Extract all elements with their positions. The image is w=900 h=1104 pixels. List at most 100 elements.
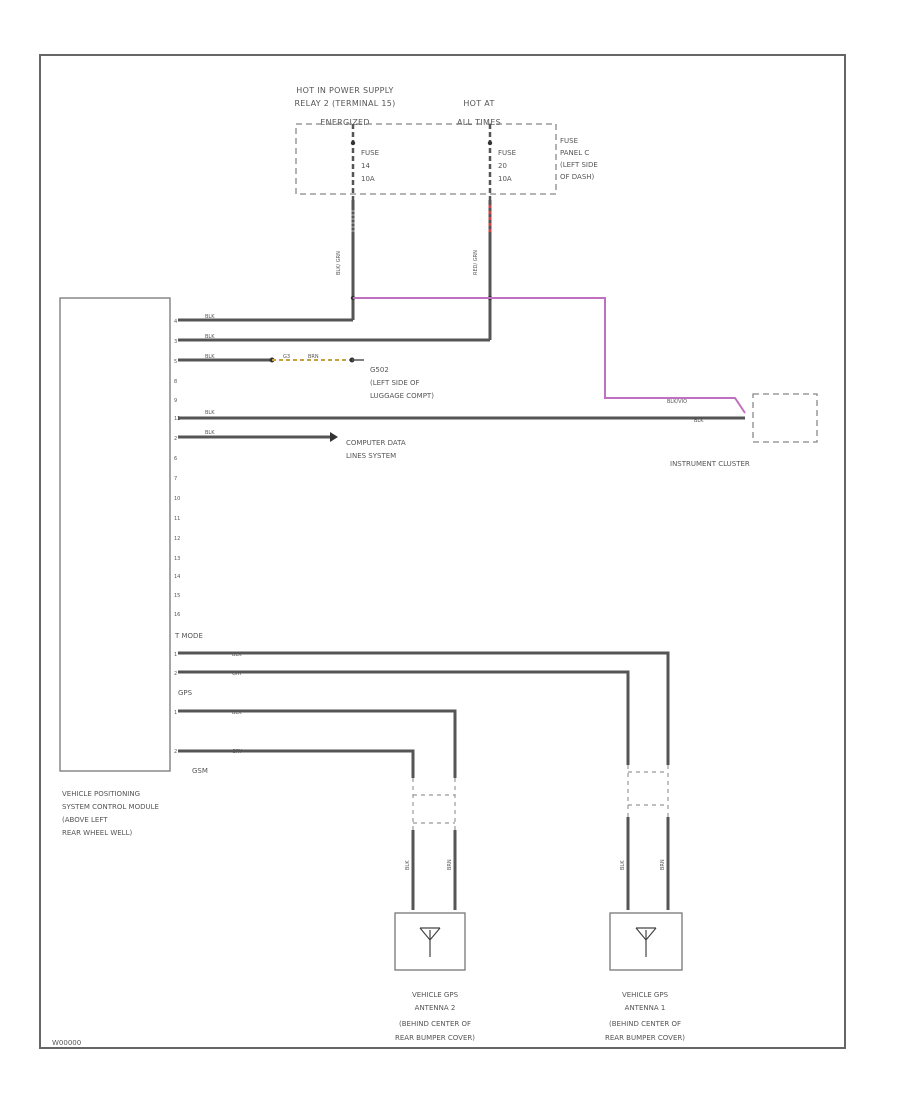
tmode-header: T MODE [174, 632, 203, 640]
connector-ant2 [407, 778, 463, 830]
svg-text:BLK: BLK [405, 860, 411, 870]
svg-text:LUGGAGE COMPT): LUGGAGE COMPT) [370, 392, 434, 400]
svg-text:REAR WHEEL WELL): REAR WHEEL WELL) [62, 829, 132, 837]
antenna-icon [635, 927, 657, 957]
svg-text:5: 5 [174, 359, 177, 365]
wire-to-cluster: BLK/VIO BLK [178, 399, 745, 424]
wire-ant1-brn [178, 670, 630, 910]
svg-text:11: 11 [174, 516, 180, 522]
svg-text:6: 6 [174, 456, 177, 462]
power-label-hot-a: HOT IN POWER SUPPLY RELAY 2 (TERMINAL 15… [294, 86, 395, 127]
antenna-1-wire-labels: BLK BRN [620, 859, 666, 870]
antenna-2-wire-labels: BLK BRN [405, 859, 453, 870]
wire-ant1-blk [178, 651, 670, 910]
svg-text:LINES SYSTEM: LINES SYSTEM [346, 452, 396, 460]
vps-control-module [59, 297, 171, 772]
svg-text:COMPUTER DATA: COMPUTER DATA [346, 439, 406, 447]
module-wire-labels: BLK BLK BLK BLK BLK [205, 314, 215, 436]
svg-text:BLK/ GRN: BLK/ GRN [336, 251, 342, 275]
svg-text:12: 12 [174, 416, 180, 422]
lower-wire-labels: BLK GRY BLK GRY [232, 652, 243, 755]
svg-text:VEHICLE POSITIONING: VEHICLE POSITIONING [62, 790, 140, 798]
wire-ant2-brn [178, 749, 415, 910]
ground-wire: G3 BRN [178, 354, 364, 363]
fuse-14: FUSE 14 10A [350, 124, 379, 200]
lower-pin-labels: 1 2 1 2 [174, 652, 177, 755]
svg-text:VEHICLE GPS: VEHICLE GPS [412, 991, 459, 999]
svg-text:20: 20 [498, 162, 507, 170]
ground-g502-label: G502 (LEFT SIDE OF LUGGAGE COMPT) [370, 366, 434, 400]
svg-text:ENERGIZED: ENERGIZED [320, 118, 370, 127]
diagram-frame [39, 54, 846, 1049]
data-lines-label: COMPUTER DATA LINES SYSTEM [346, 439, 406, 460]
svg-text:VEHICLE GPS: VEHICLE GPS [622, 991, 669, 999]
svg-text:14: 14 [174, 574, 180, 580]
gsm-label: GSM [192, 767, 208, 775]
svg-text:ANTENNA 1: ANTENNA 1 [625, 1004, 666, 1012]
svg-text:12: 12 [174, 536, 180, 542]
svg-text:ALL TIMES: ALL TIMES [457, 118, 501, 127]
svg-text:BLK: BLK [205, 354, 215, 360]
module-pin-labels: 4 3 5 8 9 12 2 6 7 10 11 12 13 14 15 16 [174, 319, 180, 618]
svg-text:REAR BUMPER COVER): REAR BUMPER COVER) [395, 1034, 475, 1042]
svg-text:OF DASH): OF DASH) [560, 173, 595, 181]
antenna-icon [419, 927, 441, 957]
svg-text:10: 10 [174, 496, 180, 502]
diagram-code: W00000 [52, 1039, 81, 1047]
fuse-panel-box [295, 123, 557, 195]
svg-text:BLK: BLK [205, 334, 215, 340]
svg-text:(BEHIND CENTER OF: (BEHIND CENTER OF [399, 1020, 471, 1028]
svg-text:G502: G502 [370, 366, 389, 374]
svg-text:8: 8 [174, 379, 177, 385]
svg-text:10A: 10A [498, 175, 512, 183]
svg-text:G3: G3 [283, 354, 290, 360]
gps-antenna-1-label: VEHICLE GPS ANTENNA 1 (BEHIND CENTER OF … [605, 991, 685, 1042]
svg-text:2: 2 [174, 436, 177, 442]
svg-text:1: 1 [174, 710, 177, 716]
svg-text:BLK: BLK [205, 314, 215, 320]
svg-text:4: 4 [174, 319, 177, 325]
vps-control-module-label: VEHICLE POSITIONING SYSTEM CONTROL MODUL… [62, 790, 159, 837]
svg-text:3: 3 [174, 339, 177, 345]
svg-text:BRN: BRN [447, 859, 453, 870]
svg-text:7: 7 [174, 476, 177, 482]
fuse-20: FUSE 20 10A [487, 124, 516, 200]
svg-text:2: 2 [174, 749, 177, 755]
svg-text:SYSTEM CONTROL MODULE: SYSTEM CONTROL MODULE [62, 803, 159, 811]
instrument-cluster-label: INSTRUMENT CLUSTER [670, 460, 750, 468]
svg-text:9: 9 [174, 398, 177, 404]
gps-antenna-2 [394, 912, 466, 971]
svg-text:13: 13 [174, 556, 180, 562]
wire-blk-grn: BLK/ GRN [178, 200, 356, 322]
svg-text:BLK: BLK [620, 860, 626, 870]
svg-text:REAR BUMPER COVER): REAR BUMPER COVER) [605, 1034, 685, 1042]
svg-text:HOT AT: HOT AT [463, 99, 494, 108]
svg-text:10A: 10A [361, 175, 375, 183]
svg-text:16: 16 [174, 612, 180, 618]
instrument-cluster [752, 393, 818, 443]
connector-ant1 [622, 765, 674, 817]
svg-text:BLK: BLK [205, 410, 215, 416]
svg-text:2: 2 [174, 671, 177, 677]
svg-text:(ABOVE LEFT: (ABOVE LEFT [62, 816, 108, 824]
wire-to-data-lines [178, 432, 338, 442]
wire-red-grn: RED/ GRN [178, 200, 493, 342]
svg-text:14: 14 [361, 162, 370, 170]
svg-text:PANEL C: PANEL C [560, 149, 589, 157]
gps-antenna-2-label: VEHICLE GPS ANTENNA 2 (BEHIND CENTER OF … [395, 991, 475, 1042]
svg-text:BLK: BLK [232, 710, 242, 716]
svg-text:RELAY 2 (TERMINAL 15): RELAY 2 (TERMINAL 15) [294, 99, 395, 108]
svg-text:BRN: BRN [660, 859, 666, 870]
svg-text:(LEFT SIDE: (LEFT SIDE [560, 161, 598, 169]
fuse-panel-label: FUSE PANEL C (LEFT SIDE OF DASH) [560, 137, 598, 181]
svg-text:BLK: BLK [205, 430, 215, 436]
wire-ant2-blk [178, 709, 457, 910]
svg-text:BLK: BLK [694, 418, 704, 424]
wire-blk-vio [353, 297, 746, 414]
svg-text:(BEHIND CENTER OF: (BEHIND CENTER OF [609, 1020, 681, 1028]
svg-text:ANTENNA 2: ANTENNA 2 [415, 1004, 456, 1012]
svg-text:FUSE: FUSE [560, 137, 578, 145]
svg-text:HOT IN POWER SUPPLY: HOT IN POWER SUPPLY [296, 86, 393, 95]
svg-text:FUSE: FUSE [361, 149, 379, 157]
